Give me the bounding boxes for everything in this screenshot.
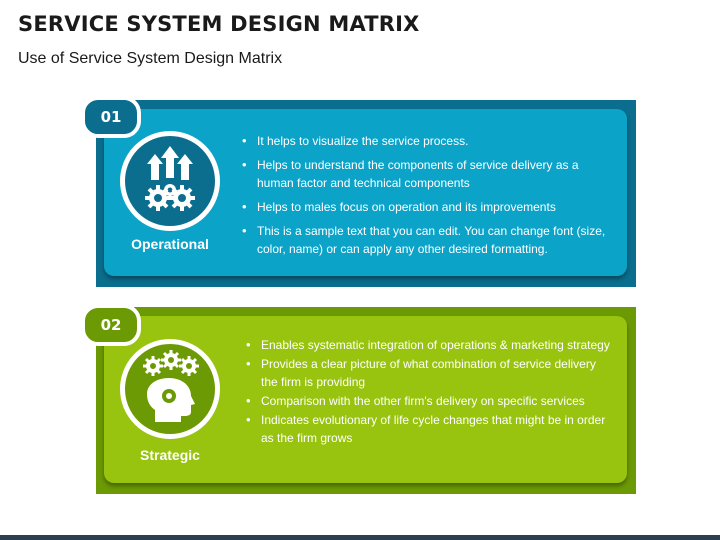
- bullet-item: Provides a clear picture of what combina…: [245, 355, 615, 391]
- section-label: Operational: [131, 236, 209, 252]
- section-number-badge: 02: [81, 304, 141, 346]
- section-number-badge: 01: [81, 96, 141, 138]
- section-card: Operational It helps to visualize the se…: [104, 109, 627, 276]
- arrows-gears-icon: [120, 131, 220, 231]
- page-subtitle: Use of Service System Design Matrix: [18, 50, 283, 67]
- bullet-item: It helps to visualize the service proces…: [241, 132, 611, 150]
- section-label: Strategic: [140, 447, 200, 463]
- bullet-list: It helps to visualize the service proces…: [241, 132, 611, 264]
- bullet-item: Comparison with the other firm's deliver…: [245, 392, 615, 410]
- bullet-item: Helps to males focus on operation and it…: [241, 198, 611, 216]
- head-gears-icon: [120, 339, 220, 439]
- bullet-item: This is a sample text that you can edit.…: [241, 222, 611, 258]
- bullet-list: Enables systematic integration of operat…: [245, 336, 615, 448]
- bullet-item: Enables systematic integration of operat…: [245, 336, 615, 354]
- bullet-item: Indicates evolutionary of life cycle cha…: [245, 411, 615, 447]
- bullet-item: Helps to understand the components of se…: [241, 156, 611, 192]
- footer-bar: [0, 535, 720, 540]
- section-operational: Operational It helps to visualize the se…: [96, 100, 636, 287]
- section-card: Strategic Enables systematic integration…: [104, 316, 627, 483]
- page-title: SERVICE SYSTEM DESIGN MATRIX: [18, 12, 420, 36]
- section-strategic: Strategic Enables systematic integration…: [96, 307, 636, 494]
